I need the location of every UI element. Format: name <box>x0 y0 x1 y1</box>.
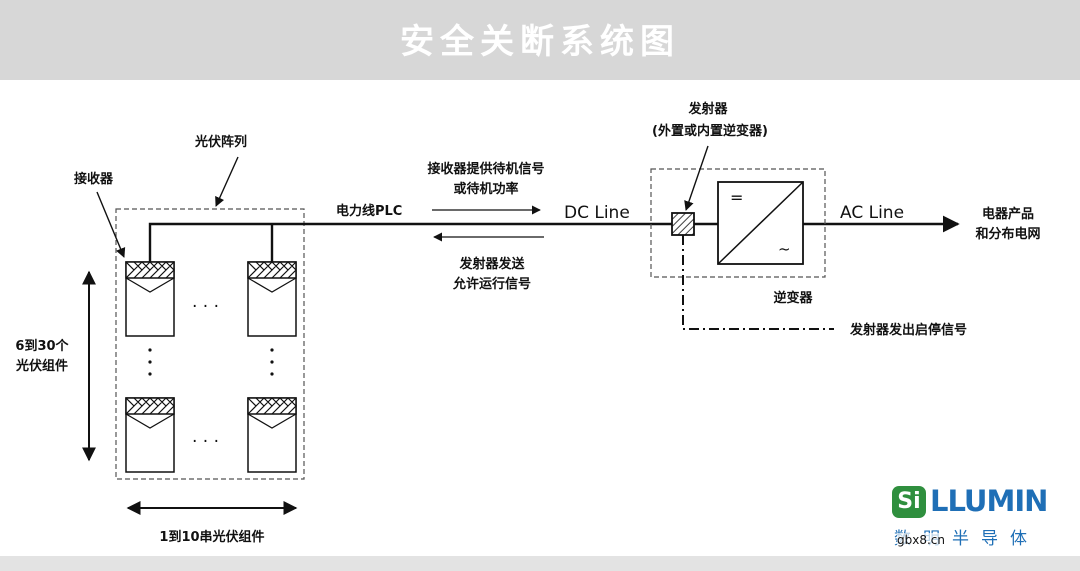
transmitter-signal-line1: 发射器发送 <box>458 256 525 272</box>
vertical-count-line1: 6到30个 <box>15 338 69 354</box>
pv-array-pointer <box>215 156 239 207</box>
startstop-signal-label: 发射器发出启停信号 <box>849 322 967 338</box>
transmitter-label: 发射器 <box>687 101 728 117</box>
ac-line-label: AC Line <box>840 203 904 223</box>
ellipsis-horizontal: · · · <box>192 297 219 317</box>
horizontal-count-label: 1到10串光伏组件 <box>159 529 264 545</box>
plc-label: 电力线PLC <box>336 203 402 219</box>
transmitter-note: (外置或内置逆变器) <box>652 123 768 139</box>
output-line2: 和分布电网 <box>975 226 1040 242</box>
receiver-signal-line2: 或待机功率 <box>453 181 518 197</box>
receiver-pointer <box>96 191 126 258</box>
startstop-signal-line <box>682 235 834 330</box>
pv-array-label: 光伏阵列 <box>194 134 247 150</box>
transmitter-signal-line2: 允许运行信号 <box>452 276 531 292</box>
ellipsis-horizontal: · · · <box>192 432 219 452</box>
ellipsis-vertical <box>148 348 274 376</box>
inverter-box <box>717 181 804 265</box>
dc-line-label: DC Line <box>564 203 630 223</box>
title-bar: 安全关断系统图 <box>0 0 1080 80</box>
pv-module <box>247 261 297 337</box>
logo-name: LLUMIN <box>930 484 1048 518</box>
transmitter-pointer <box>684 145 709 211</box>
output-line1: 电器产品 <box>982 206 1034 222</box>
inverter-label: 逆变器 <box>773 290 813 306</box>
inverter-ac-symbol: ~ <box>778 240 791 258</box>
page-title: 安全关断系统图 <box>400 22 680 62</box>
footer-bar <box>0 556 1080 571</box>
pv-module <box>125 261 175 337</box>
pv-array-boundary <box>115 208 305 480</box>
receiver-signal-line1: 接收器提供待机信号 <box>427 161 544 177</box>
transmitter-box <box>671 212 695 236</box>
vertical-count-line2: 光伏组件 <box>15 358 68 374</box>
inverter-dc-symbol: = <box>730 188 743 207</box>
inverter-boundary <box>650 168 826 278</box>
watermark: gbx8.cn <box>897 533 945 547</box>
logo-mark: Si <box>892 486 926 518</box>
receiver-label: 接收器 <box>74 171 114 187</box>
pv-module <box>247 397 297 473</box>
dc-bus-wire <box>148 222 672 262</box>
pv-module <box>125 397 175 473</box>
